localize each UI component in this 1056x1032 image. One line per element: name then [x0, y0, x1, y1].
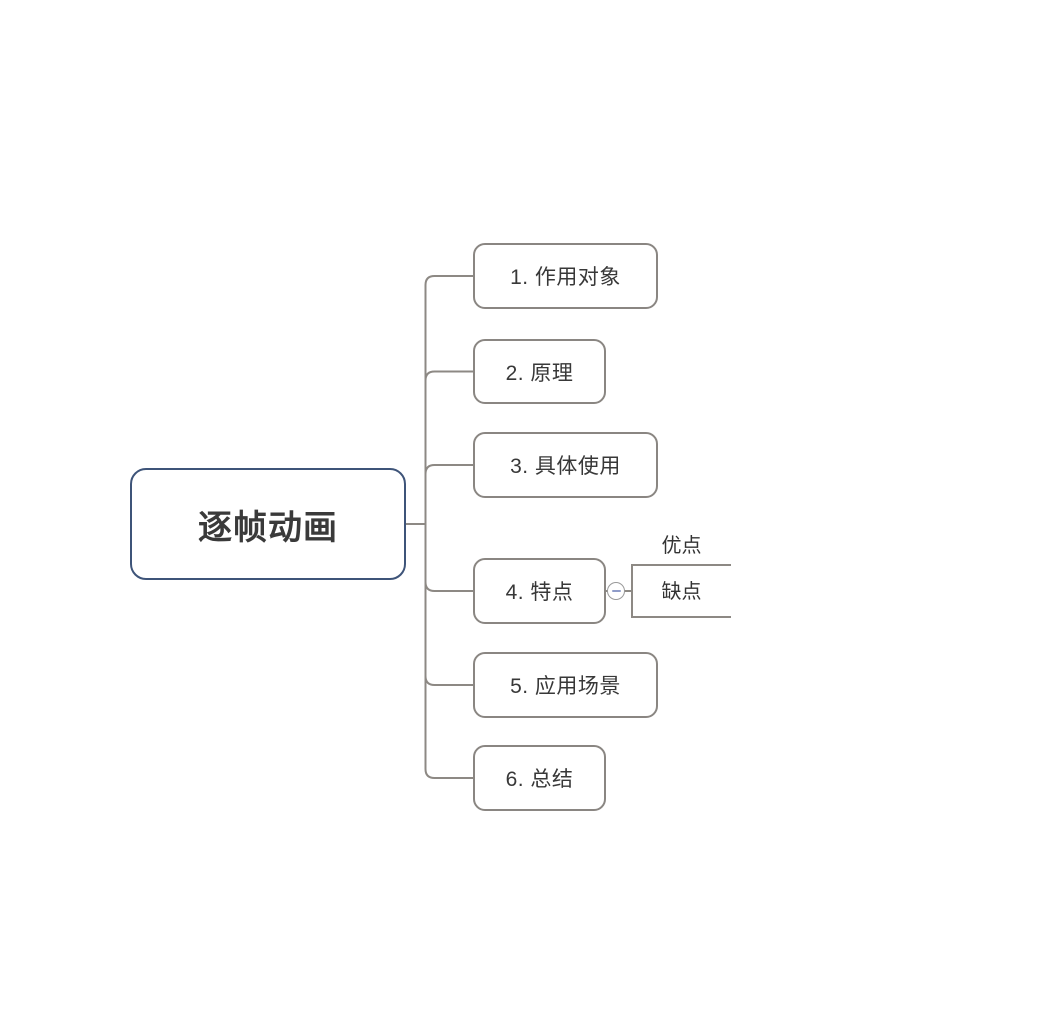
- branch-node-3[interactable]: 3. 具体使用: [473, 432, 658, 498]
- branch-node-5[interactable]: 5. 应用场景: [473, 652, 658, 718]
- connector-branch-4: [424, 524, 473, 592]
- collapse-button[interactable]: [607, 582, 625, 600]
- branch-node-6-label: 6. 总结: [505, 768, 574, 791]
- connector-branch-2: [424, 370, 473, 524]
- minus-icon: [611, 590, 621, 592]
- branch-node-6[interactable]: 6. 总结: [473, 745, 606, 811]
- root-node[interactable]: 逐帧动画: [130, 468, 406, 580]
- connector-branch-1: [424, 275, 473, 524]
- branch-node-4[interactable]: 4. 特点: [473, 558, 606, 624]
- branch-node-1[interactable]: 1. 作用对象: [473, 243, 658, 309]
- root-node-label: 逐帧动画: [198, 508, 338, 547]
- branch-node-5-label: 5. 应用场景: [510, 675, 621, 698]
- subtopic-node-disadvantages[interactable]: 缺点: [661, 581, 702, 603]
- branch-node-4-label: 4. 特点: [505, 581, 574, 604]
- branch-node-1-label: 1. 作用对象: [510, 266, 621, 289]
- branch-node-2[interactable]: 2. 原理: [473, 339, 606, 404]
- branch-node-3-label: 3. 具体使用: [510, 455, 621, 478]
- subtopic-node-advantages[interactable]: 优点: [661, 535, 702, 557]
- connector-branch-3: [424, 464, 473, 524]
- branch-node-2-label: 2. 原理: [505, 361, 574, 385]
- connector-branch-5: [424, 524, 473, 686]
- connector-branch-6: [424, 524, 473, 779]
